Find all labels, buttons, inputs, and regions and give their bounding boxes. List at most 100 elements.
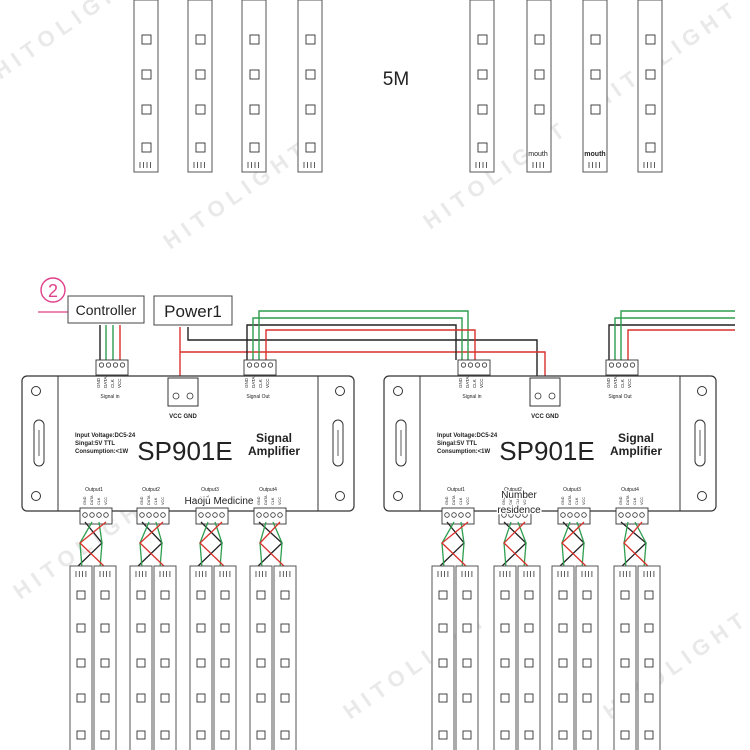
length-label: 5M [383,69,409,90]
pin-label: CLK [154,497,158,505]
led-chip [160,730,170,740]
pin-label: VCC [479,378,484,388]
led-strip [582,0,608,173]
strip-body [69,565,93,750]
led-chip [195,69,206,80]
output-label: Output4 [621,487,639,493]
strip-body [273,565,297,750]
output-wires [437,521,469,569]
terminal-housing [457,359,491,376]
output-wire [199,521,227,569]
strip-body [133,0,159,173]
strip-body [187,0,213,173]
title-line-2: Amplifier [610,444,662,458]
led-chip [500,623,510,633]
led-chip [136,590,146,600]
power-terminal [167,377,199,407]
led-chip [534,69,545,80]
spec-voltage: Input Voltage:DC5-24 [75,433,136,439]
title-line-2: Amplifier [248,444,300,458]
led-chip [524,693,534,703]
output-label: Output4 [259,487,277,493]
pin-label: DATA [206,495,210,505]
led-strip [551,565,575,750]
strip-body [153,565,177,750]
led-chip [644,658,654,668]
led-chip [195,104,206,115]
led-chip [438,623,448,633]
led-strip [637,0,663,173]
terminal-screw [103,512,109,518]
led-chip [305,142,316,153]
output-label: Output1 [85,487,103,493]
led-chip [249,142,260,153]
led-chip [558,658,568,668]
output-wires [135,521,167,569]
led-chip [195,34,206,45]
led-chip [196,590,206,600]
terminal-screw [160,512,166,518]
strip-body [575,565,599,750]
terminal-screw [618,512,624,518]
pin-label: VCC [278,497,282,505]
mount-hole [335,491,345,501]
pin-label: CLK [633,497,637,505]
terminal-screw [474,362,481,368]
pin-label: GND [502,496,506,505]
led-chip [462,693,472,703]
terminal-screw [153,512,159,518]
led-chip [645,142,656,153]
led-chip [141,104,152,115]
step-marker: 2 [38,277,68,313]
led-chip [249,34,260,45]
signal-in-terminal [95,359,129,376]
spec-consumption: Consumption:<1W [437,449,490,455]
pin-label: VCC [265,378,270,388]
mount-hole [697,491,707,501]
led-chip [136,623,146,633]
output-wire [155,521,163,569]
signal-in-terminal [457,359,491,376]
pin-label: GND [561,496,565,505]
mount-hole [335,386,345,396]
led-chip [477,104,488,115]
output-wire [259,521,287,569]
strip-body [613,565,637,750]
terminal-screw [256,512,262,518]
strip-body [129,565,153,750]
led-chip [220,623,230,633]
led-chip [305,69,316,80]
led-chip [534,34,545,45]
mount-slot [332,419,344,467]
pin-label: DATA [103,377,108,388]
output-wire [441,521,469,569]
overlay-label: Number [501,490,537,501]
led-chip [76,623,86,633]
led-strip [297,0,323,173]
pin-label: VCC [523,497,527,505]
led-strip [189,565,213,750]
pin-label: CLK [575,497,579,505]
pin-label: CLK [110,379,115,388]
terminal-screw [89,512,95,518]
controller-label: Controller [76,302,137,318]
strip-body [213,565,237,750]
output-wires [255,521,287,569]
output-wire [503,521,531,569]
led-chip [500,693,510,703]
pin-label: GND [140,496,144,505]
led-chip [438,658,448,668]
pin-label: CLK [472,379,477,388]
pin-label: GND [96,377,101,388]
pin-label: VCC [161,497,165,505]
led-chip [558,730,568,740]
led-chip [462,730,472,740]
led-strip [213,565,237,750]
terminal-housing [253,507,287,525]
output-wire [517,521,527,569]
vcc-gnd-label: VCC GND [169,414,197,420]
